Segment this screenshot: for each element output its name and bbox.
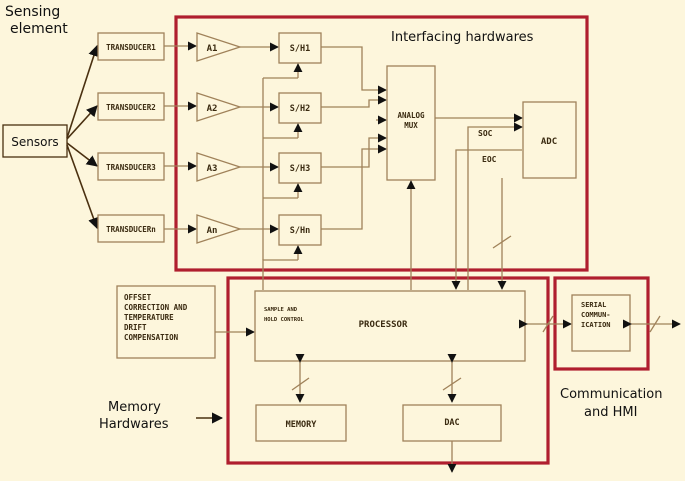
memory: MEMORY [255,404,347,442]
processor: SAMPLE AND HOLD CONTROL PROCESSOR [254,290,526,362]
offset-line-4: DRIFT [124,323,147,332]
sample-hold-1-label: S/H1 [290,44,310,54]
sensors-label: Sensors [11,135,58,149]
amplifier-2: A2 [196,92,243,122]
sensor-arrow-n [66,144,99,230]
serial-line-1: SERIAL [581,301,606,309]
sample-hold-3-label: S/H3 [290,164,310,174]
amplifier-1-label: A1 [207,44,218,54]
sensor-arrow-2 [66,105,98,140]
memory-hardwares-line2: Hardwares [99,417,169,432]
communication-line1: Communication [560,387,662,402]
amplifier-3-label: A3 [207,164,218,174]
amplifier-n-label: An [207,226,218,236]
amplifier-n: An [196,214,243,244]
sensing-element-line2: element [10,21,68,37]
transducer-1-label: TRANSDUCER1 [106,43,156,52]
adc-label: ADC [541,137,557,147]
sample-hold-2-label: S/H2 [290,104,310,114]
serial-communication: SERIAL COMMUN- ICATION [571,294,631,352]
sample-hold-3: S/H3 [278,152,322,184]
transducer-3-label: TRANSDUCER3 [106,163,156,172]
offset-line-3: TEMPERATURE [124,313,174,322]
offset-line-5: COMPENSATION [124,333,179,342]
serial-line-3: ICATION [581,321,611,329]
interfacing-hardware-border [174,15,589,272]
sensor-arrow-3 [66,142,98,167]
eoc-label: EOC [482,155,497,164]
adc: ADC [522,101,577,179]
serial-line-2: COMMUN- [581,311,611,319]
amplifier-1: A1 [196,32,243,62]
sensors-box [2,124,68,158]
offset-line-1: OFFSET [124,293,152,302]
sample-hold-control-line1: SAMPLE AND [264,307,298,313]
sample-hold-2: S/H2 [278,92,322,124]
mux-label-line1: ANALOG [397,111,425,120]
transducer-2-label: TRANSDUCER2 [106,103,156,112]
processor-label: PROCESSOR [359,320,408,330]
transducer-3: TRANSDUCER3 [97,152,165,181]
offset-line-2: CORRECTION AND [124,303,188,312]
transducer-1: TRANSDUCER1 [97,32,165,61]
sensing-element-line1: Sensing [5,4,60,20]
processor-memory-border [226,276,550,465]
transducer-n: TRANSDUCERn [97,214,165,243]
sample-hold-1: S/H1 [278,32,322,64]
communication-line2: and HMI [584,405,637,420]
sample-hold-control-line2: HOLD CONTROL [264,317,304,323]
sample-hold-n: S/Hn [278,214,322,246]
sensor-arrow-1 [66,44,100,139]
transducer-n-label: TRANSDUCERn [106,225,156,234]
offset-correction-box: OFFSET CORRECTION AND TEMPERATURE DRIFT … [116,285,216,359]
analog-mux: ANALOG MUX [386,65,436,181]
transducer-2: TRANSDUCER2 [97,92,165,121]
dac-label: DAC [444,418,459,428]
sample-hold-n-label: S/Hn [290,226,310,236]
amplifier-2-label: A2 [207,104,218,114]
amplifier-3: A3 [196,152,243,182]
dac: DAC [402,404,502,442]
mux-label-line2: MUX [404,121,418,130]
interfacing-hardwares-label: Interfacing hardwares [391,30,534,45]
memory-label: MEMORY [286,420,318,430]
memory-hardwares-line1: Memory [108,400,161,415]
soc-label: SOC [478,129,493,138]
